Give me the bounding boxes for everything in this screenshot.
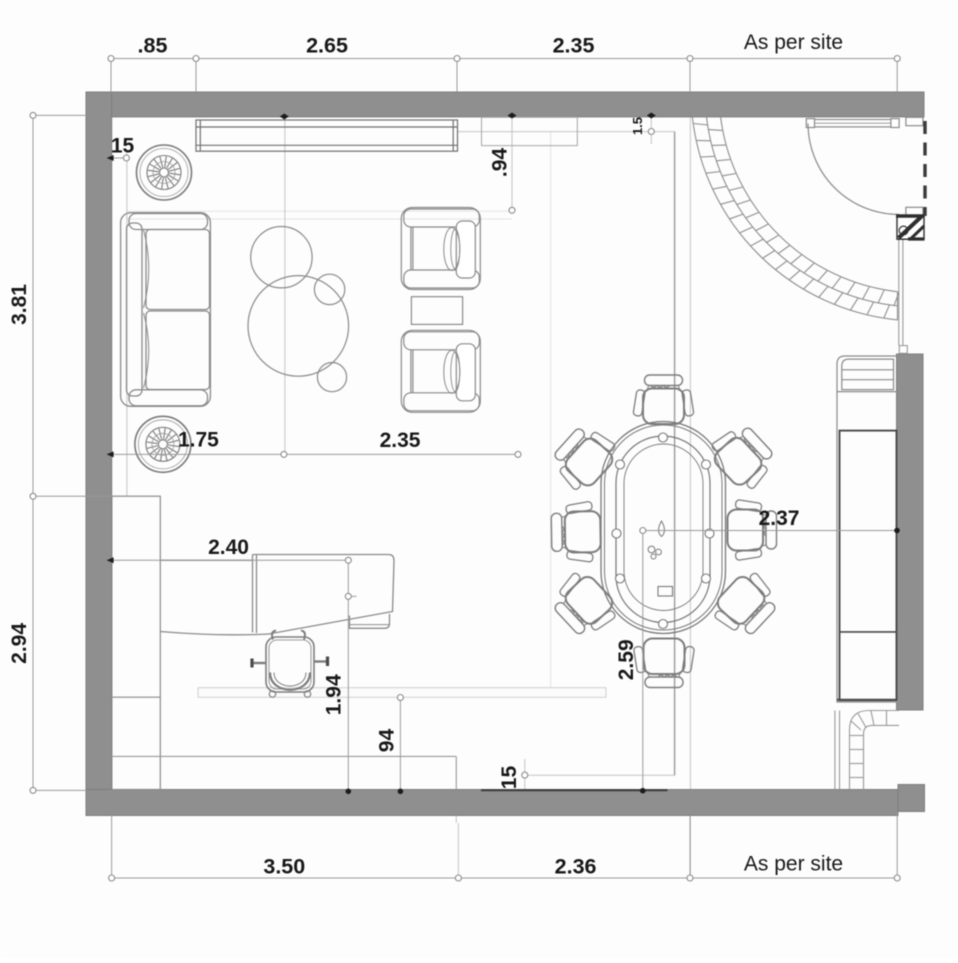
svg-text:2.94: 2.94 [8,623,31,664]
svg-text:.85: .85 [138,34,168,58]
svg-text:As per site: As per site [744,31,843,54]
svg-text:3.50: 3.50 [263,855,305,879]
svg-text:94: 94 [375,729,398,753]
svg-text:2.59: 2.59 [615,639,638,680]
svg-text:15: 15 [111,135,135,158]
svg-text:2.36: 2.36 [555,855,597,879]
svg-text:2.37: 2.37 [759,507,800,530]
svg-text:3.81: 3.81 [8,284,31,325]
svg-text:2.35: 2.35 [380,429,421,452]
svg-text:1.75: 1.75 [178,429,219,452]
svg-text:1.5: 1.5 [630,117,645,135]
svg-text:1.94: 1.94 [322,674,345,715]
svg-text:2.65: 2.65 [306,34,348,58]
svg-text:2.35: 2.35 [553,34,595,58]
svg-text:As per site: As per site [744,853,843,876]
svg-text:2.40: 2.40 [208,536,249,559]
svg-text:15: 15 [498,766,521,790]
svg-text:.94: .94 [489,148,512,178]
